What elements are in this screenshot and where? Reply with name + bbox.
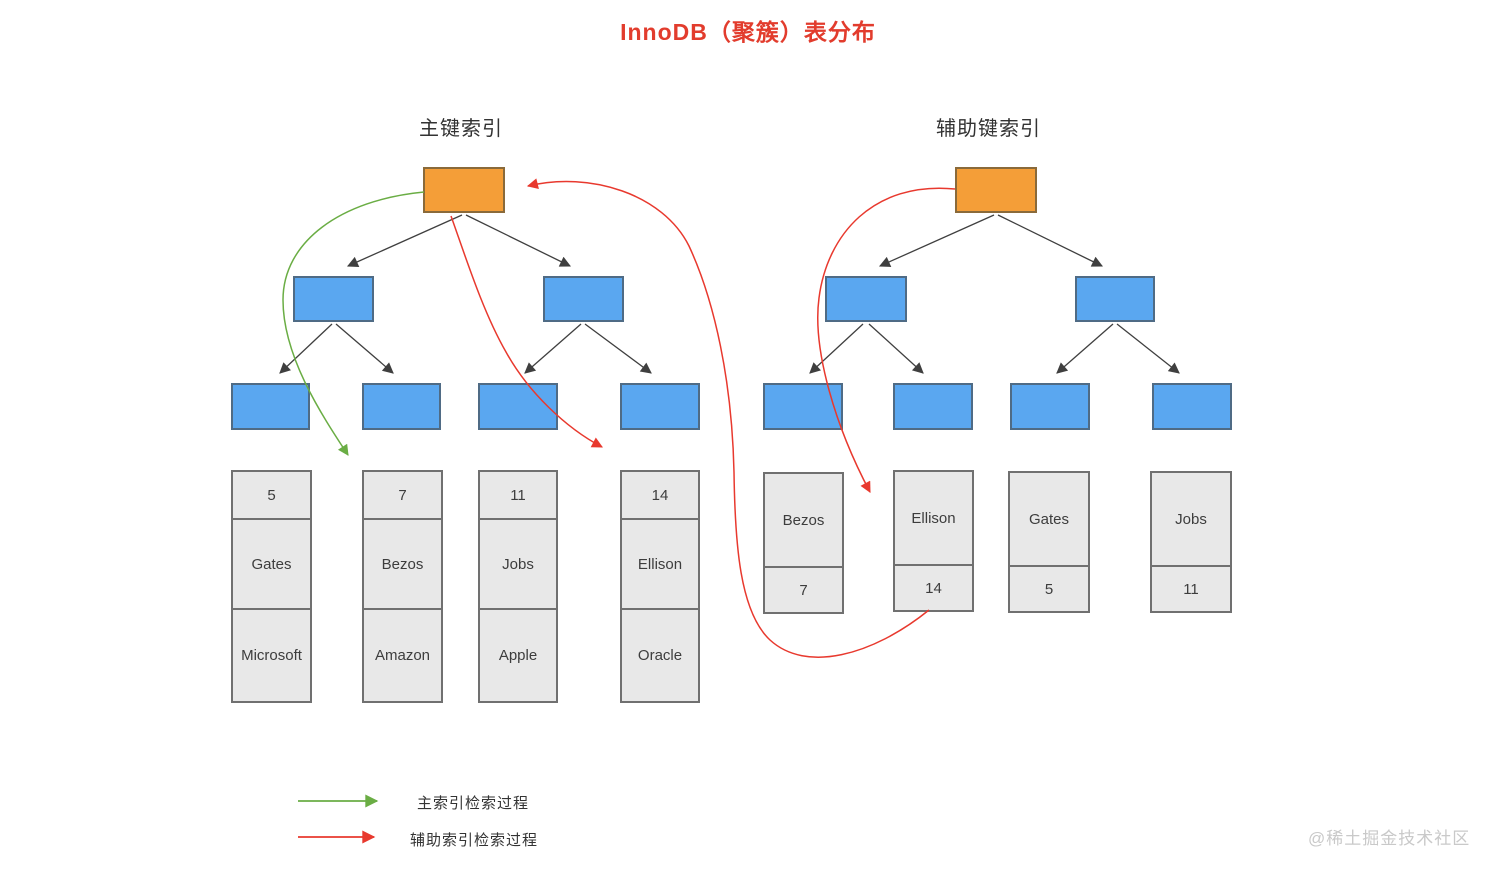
record-key: 7 <box>398 486 407 504</box>
tree-edge <box>868 323 924 374</box>
secondary-record-4: Jobs 11 <box>1150 471 1232 613</box>
secondary-search-path-step2 <box>526 178 930 658</box>
secondary-leaf-node-4 <box>1152 383 1232 430</box>
primary-record-1: 5 Gates Microsoft <box>231 470 312 703</box>
record-name: Bezos <box>364 518 441 608</box>
watermark: @稀土掘金技术社区 <box>1308 829 1471 848</box>
primary-root-node <box>423 167 505 213</box>
record-company: Apple <box>480 608 556 701</box>
tree-edge <box>335 323 394 374</box>
tree-edge <box>524 323 582 374</box>
record-key: 5 <box>267 486 276 504</box>
primary-internal-node-left <box>293 276 374 322</box>
record-name: Gates <box>1028 510 1070 528</box>
record-key: 11 <box>1152 565 1230 611</box>
record-key: 14 <box>651 486 669 504</box>
legend-primary-label: 主索引检索过程 <box>417 795 530 812</box>
tree-edge <box>465 214 571 267</box>
tree-edge <box>346 214 463 267</box>
record-name: Ellison <box>622 518 698 608</box>
record-key: 11 <box>510 486 526 504</box>
tree-edge <box>1116 323 1180 374</box>
record-key: 14 <box>895 564 972 610</box>
record-company: Oracle <box>622 608 698 701</box>
secondary-leaf-node-1 <box>763 383 843 430</box>
secondary-internal-node-right <box>1075 276 1155 322</box>
record-company: Microsoft <box>233 608 310 701</box>
primary-leaf-node-4 <box>620 383 700 430</box>
secondary-index-heading: 辅助键索引 <box>936 118 1041 140</box>
primary-record-3: 11 Jobs Apple <box>478 470 558 703</box>
record-company: Amazon <box>364 608 441 701</box>
record-name: Gates <box>233 518 310 608</box>
primary-record-4: 14 Ellison Oracle <box>620 470 700 703</box>
primary-index-heading: 主键索引 <box>419 118 503 140</box>
secondary-leaf-node-2 <box>893 383 973 430</box>
secondary-record-1: Bezos 7 <box>763 472 844 614</box>
tree-edge <box>809 323 864 374</box>
primary-leaf-node-1 <box>231 383 310 430</box>
primary-internal-node-right <box>543 276 624 322</box>
record-key: 7 <box>765 566 842 612</box>
secondary-internal-node-left <box>825 276 907 322</box>
primary-leaf-node-3 <box>478 383 558 430</box>
record-name: Ellison <box>911 509 956 527</box>
tree-edge <box>1056 323 1114 374</box>
tree-edge <box>997 214 1103 267</box>
secondary-search-path-step1 <box>817 187 956 493</box>
secondary-root-node <box>955 167 1037 213</box>
tree-edge <box>584 323 652 374</box>
secondary-record-2: Ellison 14 <box>893 470 974 612</box>
secondary-leaf-node-3 <box>1010 383 1090 430</box>
record-name: Jobs <box>1175 510 1207 528</box>
page-title: InnoDB（聚簇）表分布 <box>620 19 876 45</box>
record-name: Bezos <box>782 511 825 529</box>
tree-edge <box>279 323 333 374</box>
primary-leaf-node-2 <box>362 383 441 430</box>
record-name: Jobs <box>480 518 556 608</box>
primary-record-2: 7 Bezos Amazon <box>362 470 443 703</box>
secondary-record-3: Gates 5 <box>1008 471 1090 613</box>
record-key: 5 <box>1010 565 1088 611</box>
tree-edge <box>878 214 995 267</box>
legend-secondary-label: 辅助索引检索过程 <box>410 832 539 849</box>
